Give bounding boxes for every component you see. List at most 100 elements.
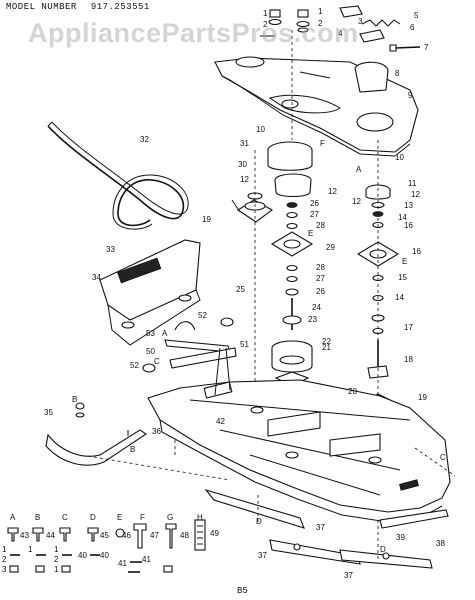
callout-27: 27	[316, 274, 325, 283]
callout-2: 2	[318, 19, 323, 28]
callout-22: 22	[322, 337, 331, 346]
callout-4: 4	[338, 29, 343, 38]
callout-25: 25	[236, 285, 245, 294]
legend-group-G: G	[167, 513, 173, 522]
top-hardware	[260, 5, 421, 93]
callout-28: 28	[316, 263, 325, 272]
callout-3: 3	[358, 17, 363, 26]
page-number: B5	[237, 586, 248, 596]
callout-40: 40	[100, 551, 109, 560]
callout-15: 15	[398, 273, 407, 282]
reference-letter-A: A	[356, 165, 362, 174]
callout-28: 28	[316, 221, 325, 230]
callout-32: 32	[140, 135, 149, 144]
callout-50: 50	[146, 347, 155, 356]
callout-45: 45	[100, 531, 109, 540]
legend-row-label: 2	[54, 555, 59, 564]
callout-21: 21	[322, 343, 331, 352]
callout-12: 12	[328, 187, 337, 196]
callout-43: 43	[20, 531, 29, 540]
callout-26: 26	[310, 199, 319, 208]
reference-letter-D: D	[380, 545, 386, 554]
model-number-value: 917.253551	[90, 2, 150, 12]
side-arm	[45, 402, 147, 466]
callout-8: 8	[395, 69, 400, 78]
callout-42: 42	[216, 417, 225, 426]
callout-36: 36	[152, 427, 161, 436]
callout-39: 39	[396, 533, 405, 542]
reference-letter-E: E	[308, 229, 313, 238]
legend-row-label: 41	[118, 559, 127, 568]
legend-row-label: 1	[54, 545, 59, 554]
callout-12: 12	[411, 190, 420, 199]
callout-13: 13	[404, 201, 413, 210]
legend-row-label: 3	[2, 565, 7, 574]
callout-23: 23	[308, 315, 317, 324]
callout-46: 46	[122, 531, 131, 540]
callout-20: 20	[348, 387, 357, 396]
blades	[204, 488, 449, 569]
left-spindle	[231, 192, 274, 223]
callout-12: 12	[352, 197, 361, 206]
reference-letter-D: D	[256, 517, 262, 526]
callout-2: 2	[263, 20, 268, 29]
callout-31: 31	[240, 139, 249, 148]
legend-group-B: B	[35, 513, 40, 522]
reference-letter-B: B	[130, 445, 135, 454]
callout-37: 37	[344, 571, 353, 580]
callout-51: 51	[240, 340, 249, 349]
legend-row-label: 1	[2, 545, 7, 554]
legend-row-label: 2	[2, 555, 7, 564]
callout-41: 41	[142, 555, 151, 564]
reference-letter-B: B	[72, 395, 77, 404]
reference-letter-A: A	[162, 329, 168, 338]
reference-letter-C: C	[440, 453, 446, 462]
callout-1: 1	[318, 7, 323, 16]
legend-group-C: C	[62, 513, 68, 522]
callout-19: 19	[202, 215, 211, 224]
callout-30: 30	[238, 160, 247, 169]
callout-27: 27	[310, 210, 319, 219]
reference-letter-E: E	[402, 257, 407, 266]
center-spindle	[267, 141, 314, 387]
callout-16: 16	[404, 221, 413, 230]
callout-17: 17	[404, 323, 413, 332]
callout-9: 9	[408, 91, 413, 100]
callout-37: 37	[258, 551, 267, 560]
belt-shield	[99, 239, 201, 346]
legend-group-F: F	[140, 513, 145, 522]
callout-14: 14	[395, 293, 404, 302]
legend-row-label: 40	[78, 551, 87, 560]
callout-24: 24	[312, 303, 321, 312]
assembly-axis-lines	[254, 30, 379, 460]
callout-5: 5	[414, 11, 419, 20]
callout-35: 35	[44, 408, 53, 417]
callout-38: 38	[436, 539, 445, 548]
callout-52: 52	[130, 361, 139, 370]
callout-26: 26	[316, 287, 325, 296]
callout-11: 11	[408, 179, 417, 188]
callout-49: 49	[210, 529, 219, 538]
callout-1: 1	[263, 9, 268, 18]
legend-row-label: 1	[54, 565, 59, 574]
legend-group-D: D	[90, 513, 96, 522]
legend-group-H: H	[197, 513, 203, 522]
reference-lines	[87, 440, 456, 560]
callout-48: 48	[180, 531, 189, 540]
callout-16: 16	[412, 247, 421, 256]
deck-linkage	[142, 317, 237, 396]
callout-10: 10	[395, 153, 404, 162]
drive-belt	[47, 121, 189, 230]
reference-letter-F: F	[320, 139, 325, 148]
legend-group-A: A	[10, 513, 16, 522]
callout-33: 33	[106, 245, 115, 254]
callout-6: 6	[410, 23, 415, 32]
callout-19: 19	[418, 393, 427, 402]
callout-29: 29	[326, 243, 335, 252]
mower-deck	[147, 379, 451, 523]
